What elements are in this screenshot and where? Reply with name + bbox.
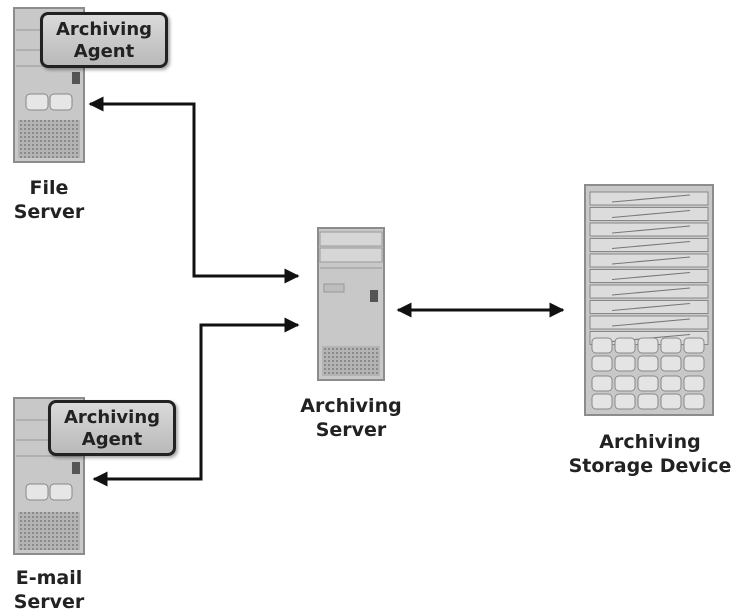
disk-drive [614,337,636,354]
email-server-label-line2: Server [13,591,85,613]
disk-drive [591,355,613,372]
disk-drive [637,355,659,372]
disk-drive [591,375,613,392]
storage-device-label-line1: Archiving [599,431,701,453]
archiving-server-icon [317,227,385,381]
storage-device-label: Archiving Storage Device [564,430,736,478]
disk-drive [637,393,659,410]
disk-drive [683,337,705,354]
connector-email-server [92,317,300,487]
file-agent-line1: Archiving [55,19,153,40]
email-agent-line1: Archiving [63,407,161,428]
disk-drive [660,375,682,392]
email-server-label-line1: E-mail [15,567,83,589]
file-server-label-line2: Server [13,201,85,223]
disk-drive [660,337,682,354]
storage-device-label-line2: Storage Device [568,455,732,477]
disk-drive [637,337,659,354]
storage-device-icon [584,184,714,416]
archiving-server-label-line1: Archiving [300,395,402,417]
disk-drive [614,375,636,392]
connector-file-server [88,96,300,284]
archiving-server-label: Archiving Server [276,394,426,442]
disk-drive [683,355,705,372]
email-server-label: E-mail Server [0,566,98,614]
disk-drive [660,393,682,410]
disk-drive [591,337,613,354]
disk-drive [637,375,659,392]
email-agent-line2: Agent [81,429,143,450]
disk-drive [660,355,682,372]
file-server-label-line1: File [29,177,69,199]
disk-drive [591,393,613,410]
disk-drive [683,375,705,392]
archiving-server-label-line2: Server [315,419,387,441]
file-server-label: File Server [0,176,98,224]
email-server-agent-badge: Archiving Agent [48,400,176,456]
file-agent-line2: Agent [73,41,135,62]
file-server-agent-badge: Archiving Agent [40,12,168,68]
disk-drive [614,355,636,372]
disk-drive [683,393,705,410]
disk-drive [614,393,636,410]
